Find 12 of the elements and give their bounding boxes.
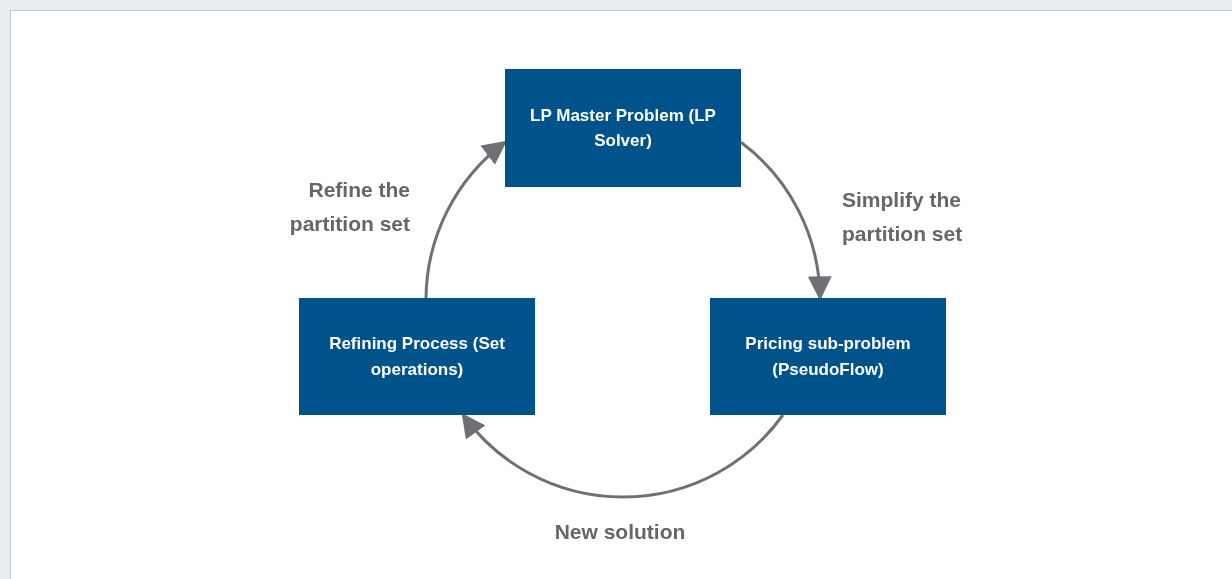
edge-label: Refine the partition set bbox=[288, 177, 410, 237]
box-text: LP Master Problem (LP Solver) bbox=[529, 104, 717, 152]
curved-arrow bbox=[461, 413, 785, 499]
process-box bbox=[710, 298, 946, 415]
edge-label: Simplify the partition set bbox=[842, 187, 964, 247]
process-box bbox=[505, 69, 741, 187]
curved-arrow bbox=[740, 141, 831, 301]
edge-label: New solution bbox=[553, 519, 687, 545]
process-box bbox=[299, 298, 535, 415]
curved-arrow bbox=[424, 140, 507, 299]
box-text: Refining Process (Set operations) bbox=[328, 333, 506, 381]
box-text: Pricing sub-problem (PseudoFlow) bbox=[744, 333, 912, 381]
